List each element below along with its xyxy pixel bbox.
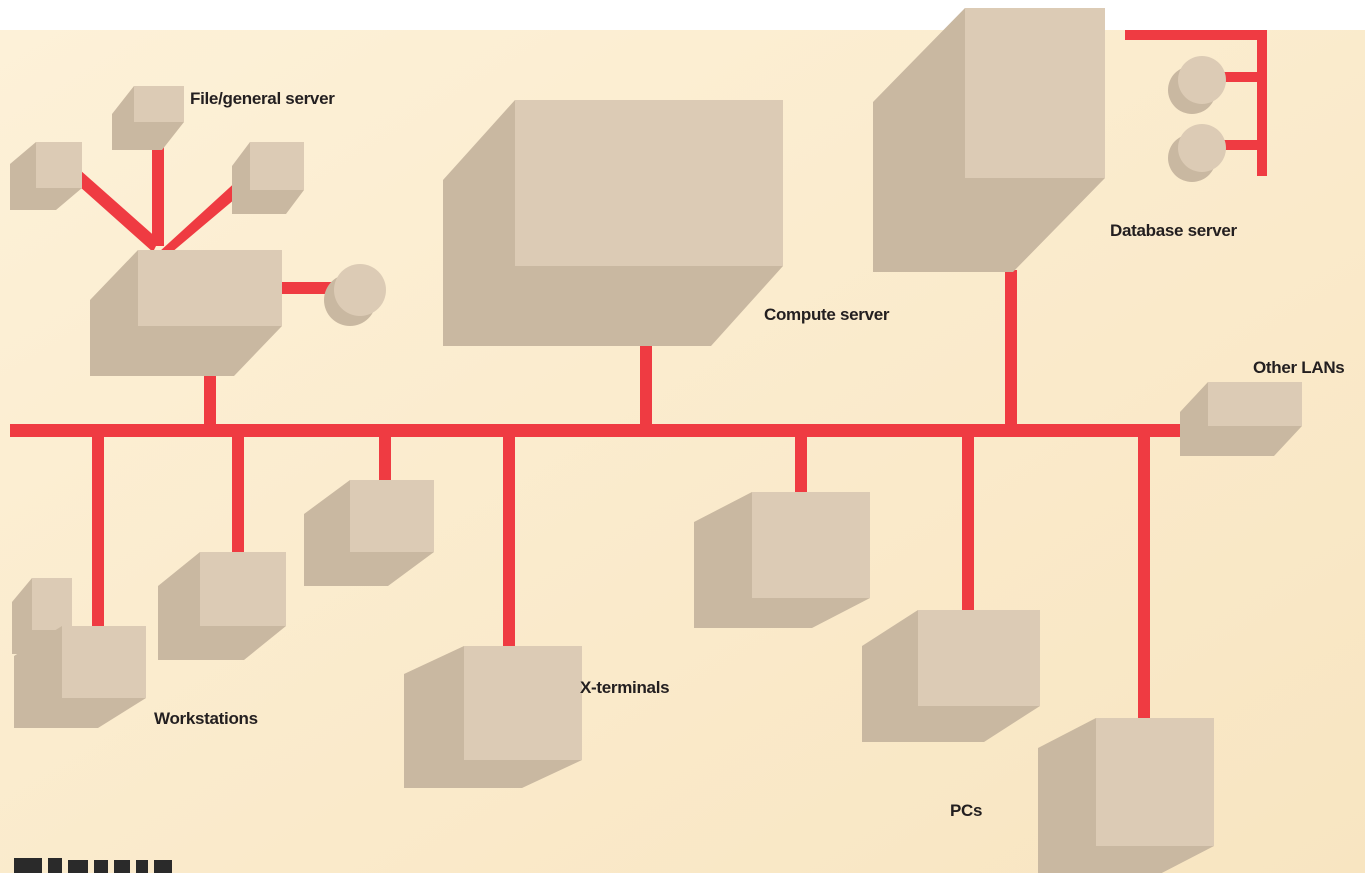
file-server-box: [90, 250, 282, 376]
workstation-drop-2: [232, 430, 244, 552]
backbone-line: [10, 424, 1182, 437]
workstation-drop-3: [379, 430, 391, 480]
label-other-lans: Other LANs: [1253, 358, 1345, 377]
file-server-drop: [204, 370, 216, 428]
database-disk-link-1: [1210, 72, 1262, 82]
pc-1: [862, 610, 1040, 742]
database-disk-1: [1168, 56, 1226, 114]
compute-server-box: [443, 100, 783, 346]
database-server-drop: [1005, 270, 1017, 428]
disk-units: [324, 56, 1226, 326]
database-disk-link-2: [1210, 140, 1262, 150]
label-workstations: Workstations: [154, 709, 258, 728]
workstation-3: [304, 480, 434, 586]
database-top-bus: [1125, 30, 1267, 40]
label-compute-server: Compute server: [764, 305, 890, 324]
x-terminal-2: [694, 492, 870, 628]
workstation-2: [158, 552, 286, 660]
other-lans-box: [1180, 382, 1302, 456]
pc-2: [1038, 718, 1214, 873]
workstation-drop-1: [92, 430, 104, 626]
x-terminal-1: [404, 646, 582, 788]
pc-drop-1: [962, 430, 974, 610]
x-terminal-drop-1: [503, 430, 515, 646]
label-x-terminals: X-terminals: [580, 678, 670, 697]
compute-server-drop: [640, 344, 652, 428]
pc-drop-2: [1138, 430, 1150, 718]
file-server-node-top: [112, 86, 184, 150]
file-server-node-right: [232, 142, 304, 214]
network-lines: [10, 30, 1267, 718]
file-server-link-top: [152, 120, 164, 246]
device-boxes: [10, 8, 1302, 873]
label-database-server: Database server: [1110, 221, 1237, 240]
x-terminal-drop-2: [795, 430, 807, 492]
file-server-link-left: [70, 170, 159, 252]
database-right-bus: [1257, 30, 1267, 176]
cropped-heading-fragment: [14, 858, 172, 873]
label-file-server: File/general server: [190, 89, 335, 108]
file-server-node-left: [10, 142, 82, 210]
label-pcs: PCs: [950, 801, 983, 820]
file-server-disk: [324, 264, 386, 326]
workstation-1b: [14, 626, 146, 728]
file-server-link-right: [159, 178, 248, 258]
database-disk-2: [1168, 124, 1226, 182]
database-server-box: [873, 8, 1105, 272]
file-server-disk-link: [282, 282, 334, 294]
